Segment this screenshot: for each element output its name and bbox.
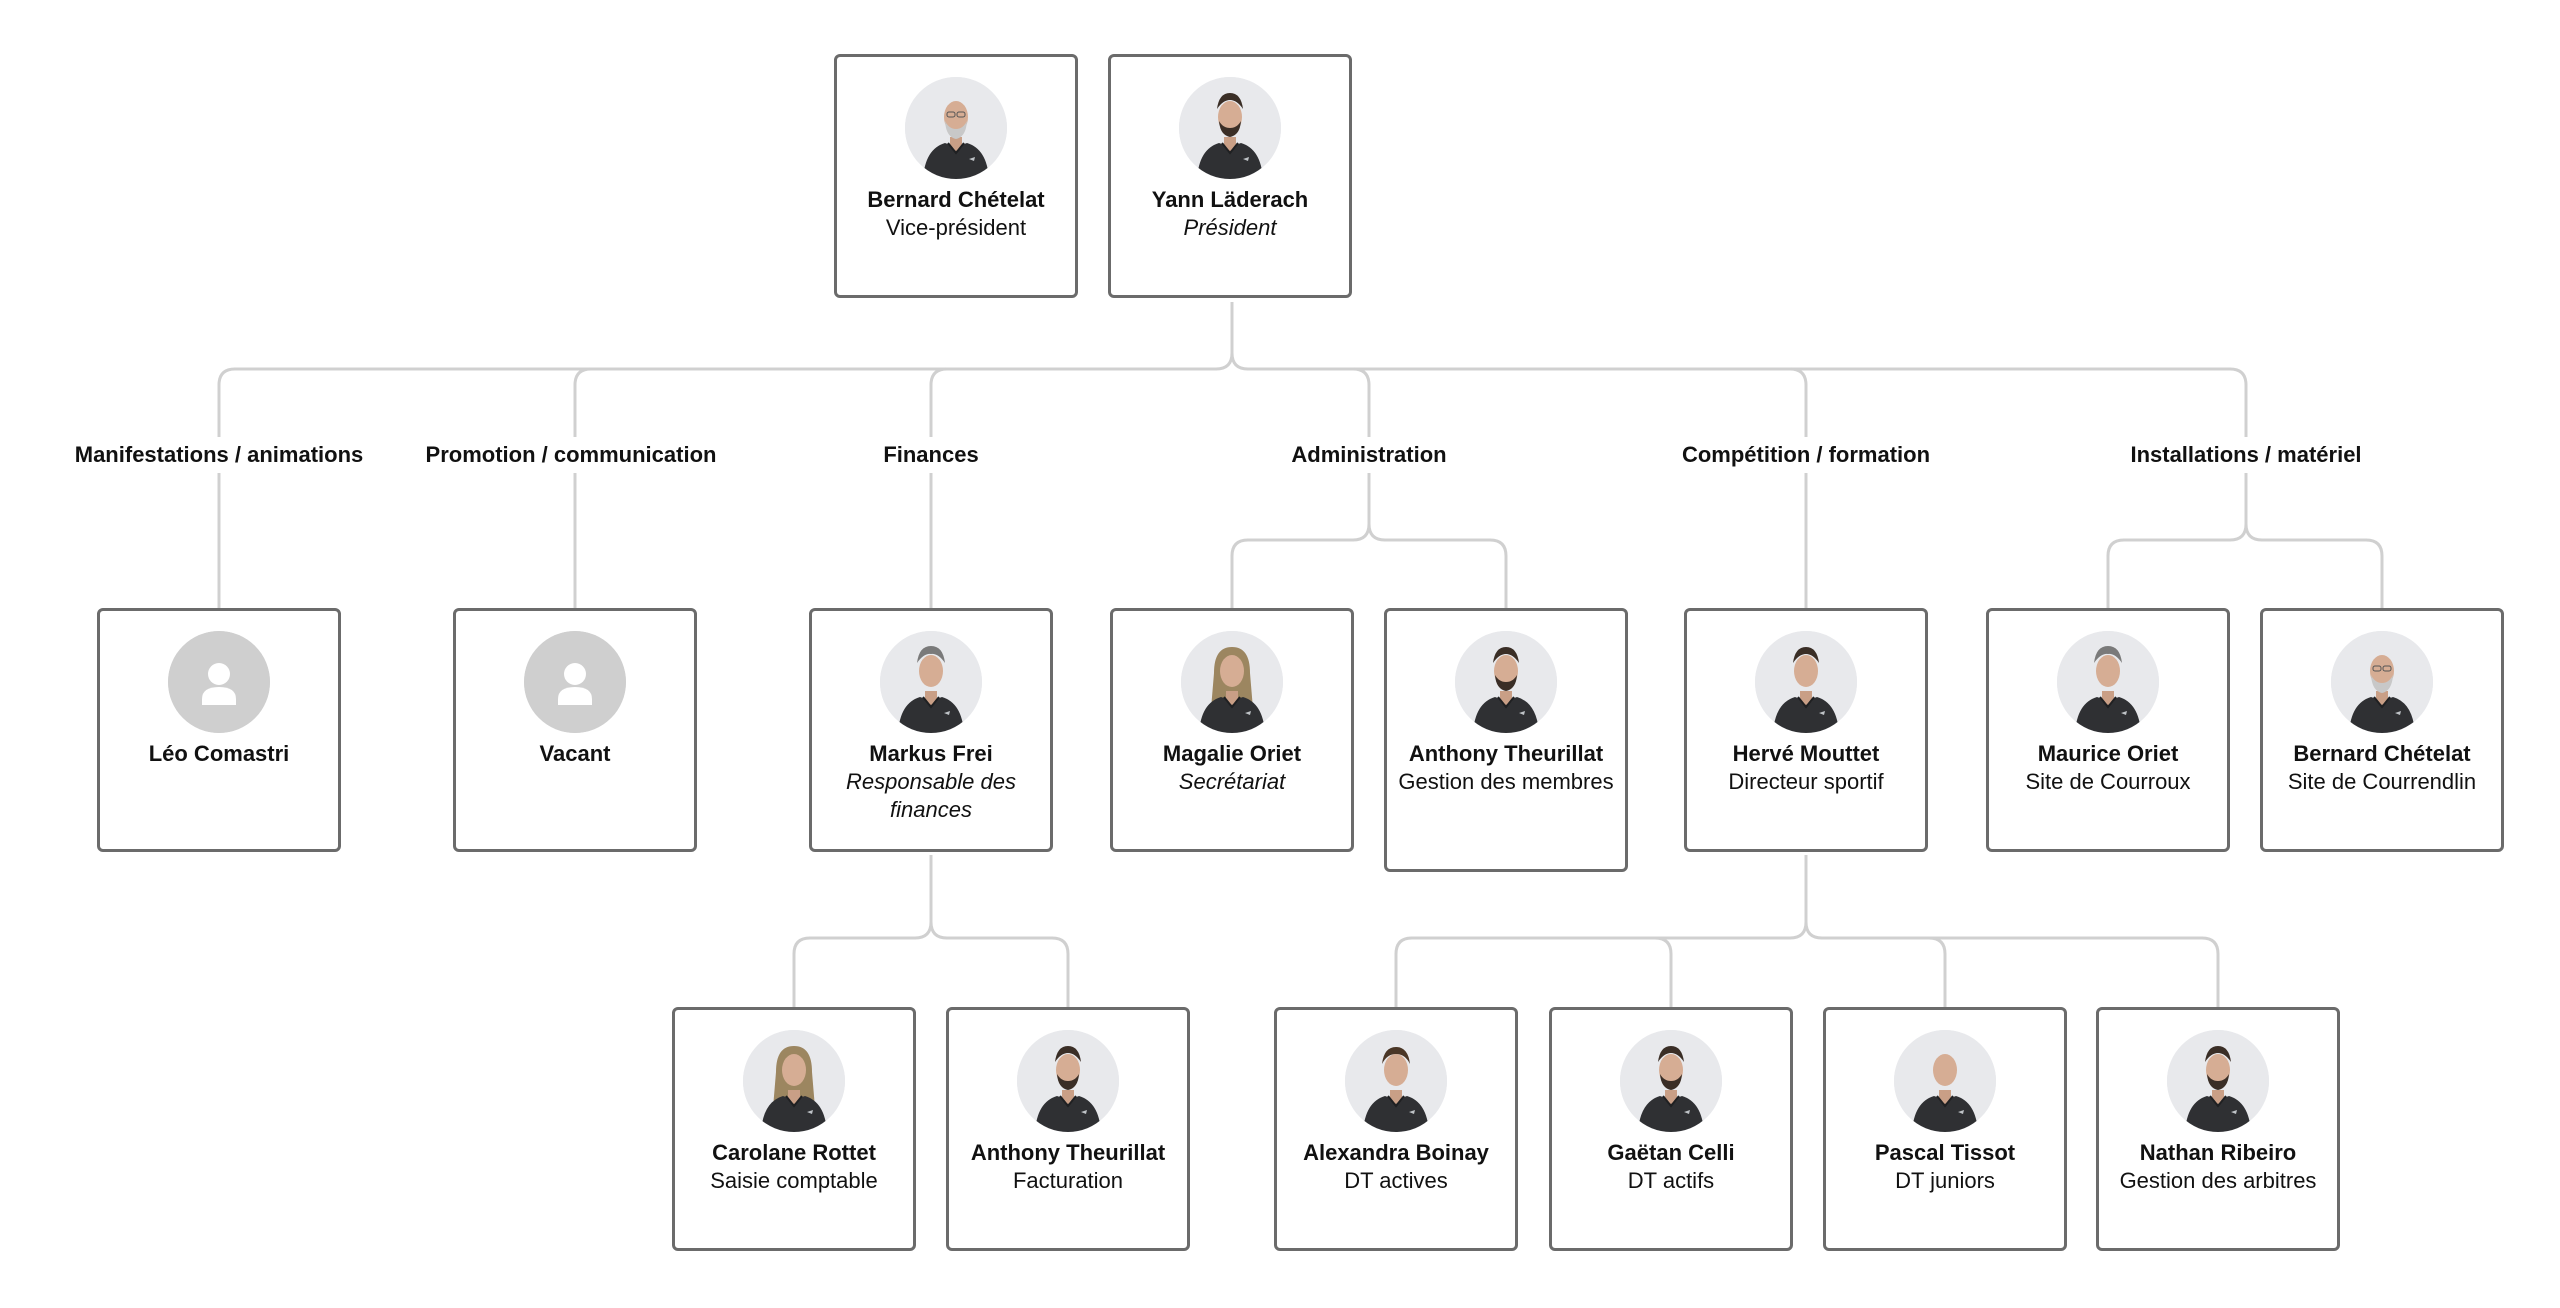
person-card-alexandra-boinay[interactable]: Alexandra Boinay DT actives: [1274, 1007, 1518, 1251]
avatar-photo: [1345, 1030, 1447, 1132]
connector-installations-members: [2106, 473, 2384, 608]
person-card-markus-frei[interactable]: Markus Frei Responsable des finances: [809, 608, 1053, 852]
avatar-photo: [1755, 631, 1857, 733]
person-name: Pascal Tissot: [1874, 1140, 2016, 1165]
person-role: Saisie comptable: [710, 1168, 878, 1193]
person-name: Alexandra Boinay: [1303, 1140, 1489, 1165]
person-name: Markus Frei: [869, 741, 993, 766]
avatar-photo: [1017, 1030, 1119, 1132]
person-name: Hervé Mouttet: [1732, 741, 1880, 766]
department-label-finances: Finances: [881, 440, 981, 470]
person-card-pascal-tissot[interactable]: Pascal Tissot DT juniors: [1823, 1007, 2067, 1251]
person-card-magalie-oriet[interactable]: Magalie Oriet Secrétariat: [1110, 608, 1354, 852]
person-role: Secrétariat: [1178, 769, 1286, 794]
connector-competition-reports: [1394, 855, 2220, 1007]
person-card-president[interactable]: Yann Läderach Président: [1108, 54, 1352, 298]
person-role: Directeur sportif: [1728, 769, 1884, 794]
connector-president-right: [1230, 352, 2248, 437]
person-name: Anthony Theurillat: [970, 1140, 1166, 1165]
person-name: Yann Läderach: [1151, 187, 1309, 212]
person-card-anthony-theurillat-membres[interactable]: Anthony Theurillat Gestion des membres: [1384, 608, 1628, 872]
person-name: Bernard Chételat: [867, 187, 1045, 212]
avatar-photo: [880, 631, 982, 733]
avatar-photo: [743, 1030, 845, 1132]
person-role: DT actives: [1344, 1168, 1448, 1193]
connector-dept-administration: [1352, 367, 1371, 437]
person-card-maurice-oriet[interactable]: Maurice Oriet Site de Courroux: [1986, 608, 2230, 852]
avatar-photo: [1455, 631, 1557, 733]
placeholder-user-icon: [168, 631, 270, 733]
person-name: Maurice Oriet: [2037, 741, 2179, 766]
connector-president-trunk: [217, 302, 1234, 437]
department-label-installations: Installations / matériel: [2128, 440, 2364, 470]
person-name: Magalie Oriet: [1162, 741, 1302, 766]
person-card-vice-president[interactable]: Bernard Chételat Vice-président: [834, 54, 1078, 298]
connector-dept-finances: [929, 367, 948, 437]
person-role: Responsable des finances: [845, 769, 1016, 822]
person-role: Gestion des arbitres: [2119, 1168, 2317, 1193]
department-label-administration: Administration: [1289, 440, 1449, 470]
person-name: Anthony Theurillat: [1408, 741, 1604, 766]
person-card-anthony-theurillat-facturation[interactable]: Anthony Theurillat Facturation: [946, 1007, 1190, 1251]
department-label-competition: Compétition / formation: [1679, 440, 1933, 470]
person-card-gaetan-celli[interactable]: Gaëtan Celli DT actifs: [1549, 1007, 1793, 1251]
connector-dept-competition: [1789, 367, 1808, 437]
avatar-photo: [1894, 1030, 1996, 1132]
person-role: Gestion des membres: [1398, 769, 1614, 794]
person-card-herve-mouttet[interactable]: Hervé Mouttet Directeur sportif: [1684, 608, 1928, 852]
person-name: Carolane Rottet: [712, 1140, 876, 1165]
avatar-photo: [1620, 1030, 1722, 1132]
person-card-carolane-rottet[interactable]: Carolane Rottet Saisie comptable: [672, 1007, 916, 1251]
person-role: Facturation: [1012, 1168, 1124, 1193]
person-card-nathan-ribeiro[interactable]: Nathan Ribeiro Gestion des arbitres: [2096, 1007, 2340, 1251]
person-card-vacant[interactable]: Vacant: [453, 608, 697, 852]
person-role: Site de Courrendlin: [2287, 769, 2477, 794]
person-role: DT juniors: [1895, 1168, 1995, 1193]
person-name: Bernard Chételat: [2293, 741, 2471, 766]
department-label-promotion: Promotion / communication: [423, 440, 719, 470]
person-role: Président: [1183, 215, 1277, 240]
connector-dept-promotion: [573, 367, 592, 437]
person-name: Nathan Ribeiro: [2139, 1140, 2297, 1165]
person-name: Gaëtan Celli: [1607, 1140, 1735, 1165]
placeholder-user-icon: [524, 631, 626, 733]
person-role: DT actifs: [1627, 1168, 1715, 1193]
person-name: Vacant: [539, 741, 611, 766]
person-card-leo-comastri[interactable]: Léo Comastri: [97, 608, 341, 852]
connector-finances-reports: [792, 855, 1070, 1007]
person-name: Léo Comastri: [148, 741, 290, 766]
avatar-photo: [905, 77, 1007, 179]
avatar-photo: [1179, 77, 1281, 179]
person-card-bernard-chetelat-site[interactable]: Bernard Chételat Site de Courrendlin: [2260, 608, 2504, 852]
person-role: Site de Courroux: [2025, 769, 2191, 794]
person-role: Vice-président: [885, 215, 1027, 240]
avatar-photo: [2167, 1030, 2269, 1132]
connector-administration-members: [1230, 473, 1508, 608]
avatar-photo: [1181, 631, 1283, 733]
avatar-photo: [2331, 631, 2433, 733]
department-label-manifestations: Manifestations / animations: [72, 440, 366, 470]
avatar-photo: [2057, 631, 2159, 733]
